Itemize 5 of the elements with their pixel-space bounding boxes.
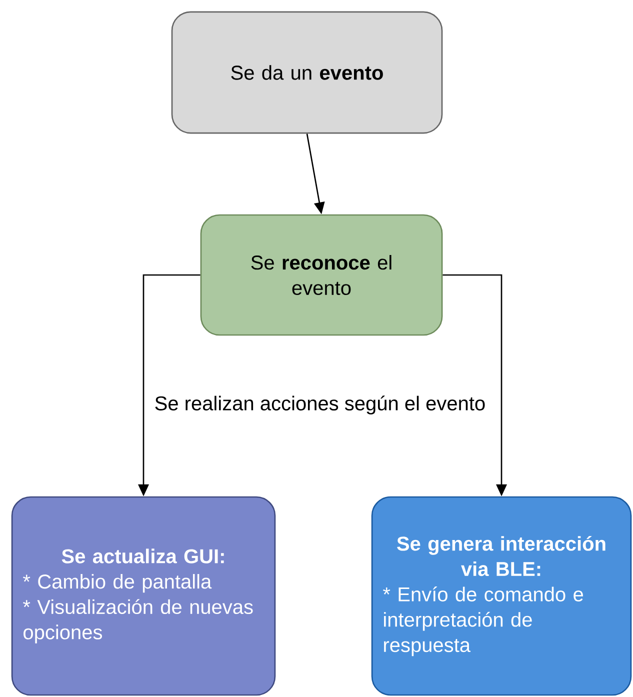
action-box: Se genera interacción via BLE: * Envío de comando e interpretación de respuesta	[371, 496, 632, 696]
note-label: Se realizan acciones según el evento	[150, 392, 490, 418]
process-box: Se reconoce el evento	[200, 214, 443, 336]
action-box: Se actualiza GUI: * Cambio de pantalla * Visualización de nuevas opciones	[11, 496, 276, 696]
process-box: Se da un evento	[171, 11, 443, 134]
